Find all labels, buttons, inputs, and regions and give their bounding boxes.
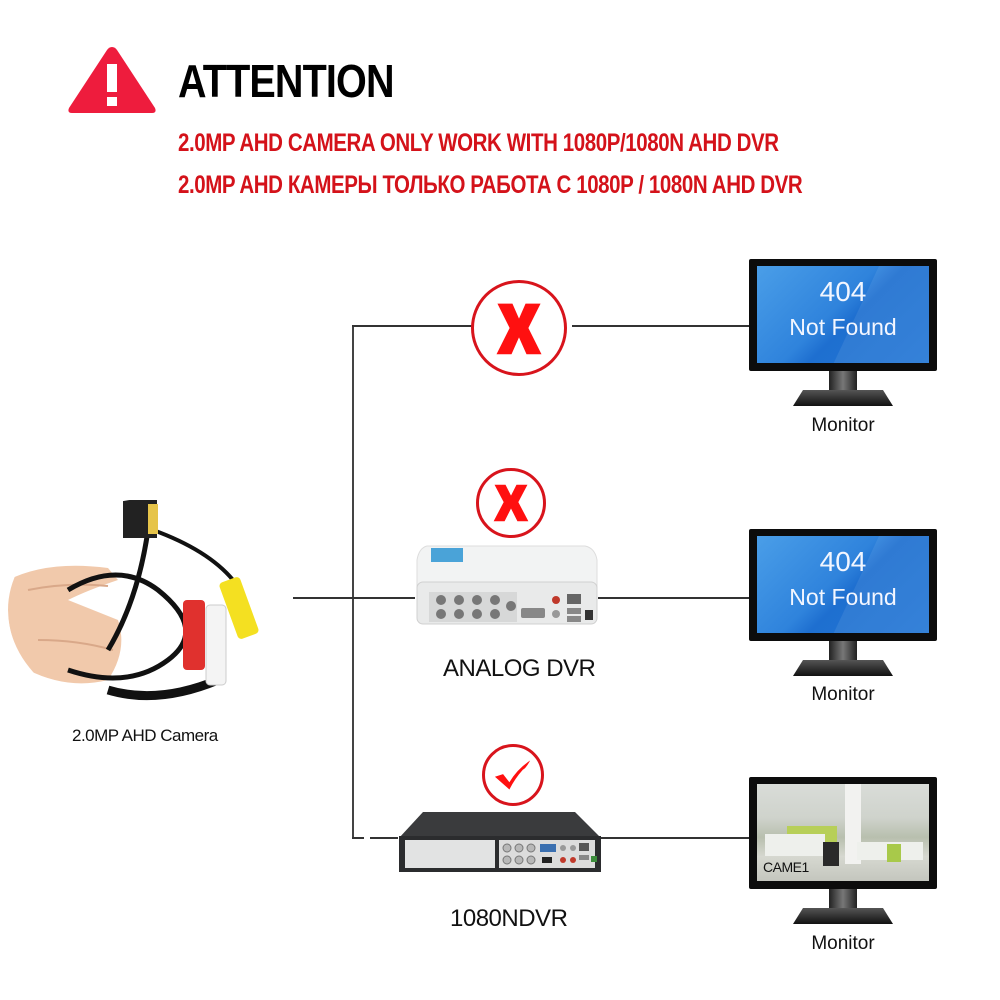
connector-top-right: [572, 325, 750, 327]
trunk-line: [352, 325, 354, 839]
x-mark-icon: [471, 280, 567, 376]
monitor-label: Monitor: [811, 684, 875, 705]
monitor-label: Monitor: [811, 415, 875, 436]
attention-title: ATTENTION: [178, 55, 395, 107]
ahd-camera-photo: [8, 490, 290, 710]
error-message: Not Found: [789, 584, 897, 610]
warning-text-russian: 2.0MP AHD КАМЕРЫ ТОЛЬКО РАБОТА С 1080P /…: [178, 171, 803, 199]
monitor-frame: 404 Not Found: [749, 529, 937, 641]
error-message: Not Found: [789, 314, 897, 340]
error-code: 404: [819, 546, 867, 577]
ahd-1080n-dvr-image: [395, 810, 605, 874]
connector-top-left: [352, 325, 472, 327]
monitor-screen: 404 Not Found: [757, 536, 929, 633]
connector-1080n-out: [600, 837, 750, 839]
connector-bottom-left: [352, 837, 364, 839]
x-mark-icon: [476, 468, 546, 538]
camera-caption: 2.0MP AHD Camera: [72, 726, 218, 745]
monitor-1080n: CAME1: [749, 777, 937, 929]
monitor-direct: 404 Not Found: [749, 259, 937, 411]
monitor-neck: [829, 371, 857, 393]
monitor-neck: [829, 889, 857, 911]
warning-triangle-icon: [66, 44, 158, 116]
monitor-screen: 404 Not Found: [757, 266, 929, 363]
monitor-neck: [829, 641, 857, 663]
monitor-analog: 404 Not Found: [749, 529, 937, 681]
monitor-base: [793, 660, 893, 676]
analog-dvr-image: [415, 538, 599, 628]
error-code: 404: [819, 276, 867, 307]
ahd-1080n-dvr-label: 1080NDVR: [450, 905, 568, 932]
analog-dvr-label: ANALOG DVR: [443, 655, 596, 682]
camera-overlay-label: CAME1: [763, 859, 809, 875]
monitor-base: [793, 390, 893, 406]
monitor-frame: 404 Not Found: [749, 259, 937, 371]
monitor-base: [793, 908, 893, 924]
connector-bottom-mid: [370, 837, 398, 839]
check-mark-icon: [482, 744, 544, 806]
monitor-frame: CAME1: [749, 777, 937, 889]
warning-text-english: 2.0MP AHD CAMERA ONLY WORK WITH 1080P/10…: [178, 129, 779, 157]
connector-analog-out: [598, 597, 750, 599]
connector-camera: [293, 597, 415, 599]
camera-feed-screen: CAME1: [757, 784, 929, 881]
monitor-label: Monitor: [811, 933, 875, 954]
